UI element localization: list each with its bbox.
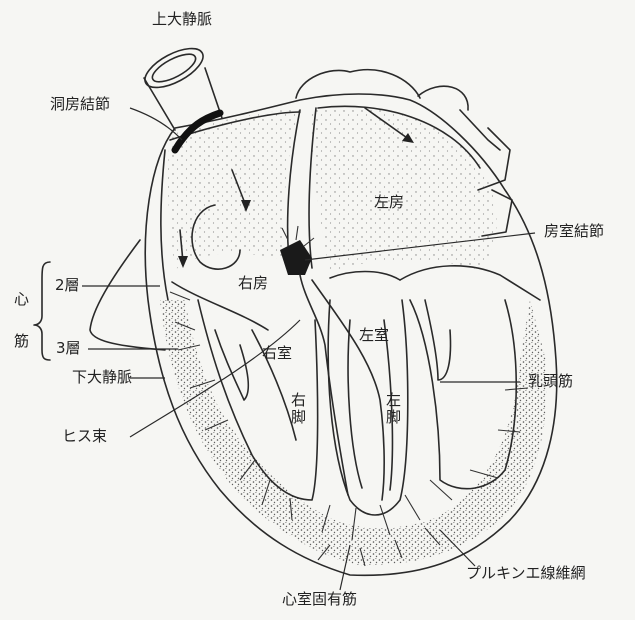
papillary-muscle-left (425, 300, 451, 380)
his-bundle-path (300, 275, 348, 495)
av-node-mass (280, 240, 312, 275)
left-av-plane (400, 266, 540, 300)
label-papillary-muscle: 乳頭筋 (528, 374, 573, 389)
label-right-ventricle: 右室 (262, 346, 292, 361)
label-inferior-vena-cava: 下大静脈 (72, 370, 132, 385)
label-ventricular-myocardium: 心室固有筋 (282, 592, 357, 607)
label-myocardium: 心 (14, 292, 29, 307)
label-layer-3: 3層 (56, 341, 81, 356)
label-atrioventricular-node: 房室結節 (544, 224, 604, 239)
label-left-ventricle: 左室 (359, 328, 389, 343)
label-left-bundle-branch: 左脚 (385, 392, 400, 426)
label-left-atrium: 左房 (374, 195, 404, 210)
label-superior-vena-cava: 上大静脈 (152, 12, 212, 27)
label-myocardium-2: 筋 (14, 334, 29, 349)
septum-inner-left (348, 320, 362, 488)
label-sinoatrial-node: 洞房結節 (50, 97, 110, 112)
label-bundle-of-his: ヒス束 (62, 429, 107, 444)
left-av-valve-line (330, 272, 400, 281)
label-right-atrium: 右房 (238, 276, 268, 291)
label-layer-2: 2層 (55, 278, 80, 293)
left-atrium-texture (310, 106, 497, 272)
label-right-bundle-branch: 右脚 (290, 392, 305, 426)
label-purkinje-fibers: プルキンエ線維網 (466, 566, 586, 581)
myocardium-bracket (34, 262, 50, 360)
septum-wall-left (161, 150, 168, 300)
